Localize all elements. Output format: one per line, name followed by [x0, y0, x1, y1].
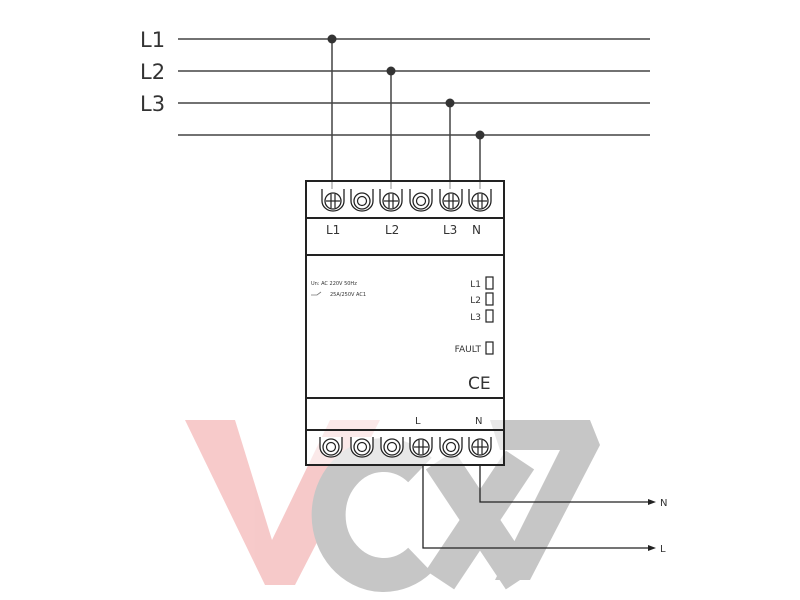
screw-terminal-icon	[379, 189, 403, 212]
device-body	[305, 180, 505, 466]
indicator-label-fault: FAULT	[455, 345, 482, 355]
rating-current: 25A/250V AC1	[330, 292, 366, 298]
line-label-l2: L2	[140, 60, 165, 84]
terminal-label-l3: L3	[443, 223, 457, 237]
ring-terminal-icon	[319, 437, 343, 466]
terminal-label-n: N	[472, 223, 481, 237]
output-wires	[422, 465, 650, 549]
indicator-label-l3: L3	[470, 313, 481, 323]
top-terminals	[321, 189, 492, 212]
line-label-l3: L3	[140, 92, 165, 116]
screw-terminal-icon	[321, 189, 345, 212]
bottom-label-n: N	[475, 416, 482, 427]
line-label-l1: L1	[140, 28, 165, 52]
terminal-label-l2: L2	[385, 223, 399, 237]
ring-terminal-icon	[350, 189, 374, 212]
ce-mark: CE	[468, 374, 491, 394]
rating-voltage: Un: AC 220V 50Hz	[311, 281, 357, 287]
output-label-n: N	[660, 498, 667, 509]
ring-terminal-icon	[439, 437, 463, 466]
screw-terminal-icon	[468, 437, 492, 466]
switch-symbol-icon	[311, 291, 322, 296]
ring-terminal-icon	[350, 437, 374, 466]
junction-dots	[327, 34, 485, 140]
output-label-l: L	[660, 544, 666, 555]
screw-terminal-icon	[468, 189, 492, 212]
indicator-label-l2: L2	[470, 296, 481, 306]
indicator-label-l1: L1	[470, 280, 481, 290]
arrow-l-icon	[648, 545, 656, 551]
terminal-label-l1: L1	[326, 223, 340, 237]
ring-terminal-icon	[409, 189, 433, 212]
screw-terminal-icon	[409, 437, 433, 466]
supply-lines	[178, 38, 650, 190]
indicator-leds	[485, 276, 494, 355]
screw-terminal-icon	[439, 189, 463, 212]
bottom-label-l: L	[415, 416, 421, 427]
bottom-terminals	[319, 437, 492, 466]
ring-terminal-icon	[380, 437, 404, 466]
arrow-n-icon	[648, 499, 656, 505]
